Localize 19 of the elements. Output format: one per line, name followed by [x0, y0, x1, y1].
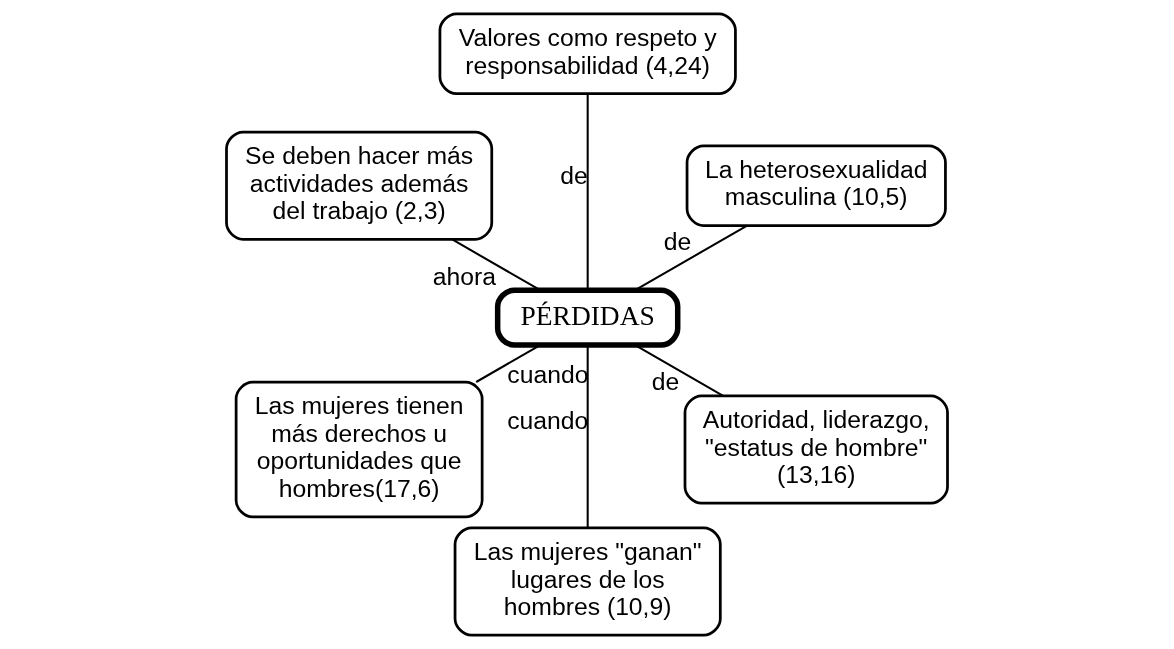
- connector: [635, 344, 724, 397]
- node-box: Autoridad, liderazgo, "estatus de hombre" (13,16): [683, 394, 949, 505]
- node-box: La heterosexualidad masculina (10,5): [685, 144, 947, 227]
- connector: [451, 238, 541, 291]
- edge-label: de: [651, 368, 680, 396]
- node-box: Se deben hacer más actividades además del trabajo (2,3): [225, 130, 494, 241]
- connector: [586, 345, 589, 528]
- node-box: Valores como respeto y responsabilidad (4,24): [438, 12, 737, 95]
- edge-label: de: [560, 162, 588, 190]
- edge-label: ahora: [432, 262, 497, 290]
- node-box: PÉRDIDAS: [494, 287, 681, 348]
- connector: [635, 224, 748, 291]
- edge-label: cuando: [507, 406, 589, 434]
- node-box: Las mujeres "ganan" lugares de los hombres (10,9): [453, 526, 722, 637]
- connector: [475, 344, 541, 383]
- edge-label: cuando: [507, 361, 589, 389]
- connector: [586, 93, 589, 290]
- edge-label: de: [663, 228, 692, 256]
- node-box: Las mujeres tienen más derechos u oportunidades que hombres(17,6): [234, 380, 484, 519]
